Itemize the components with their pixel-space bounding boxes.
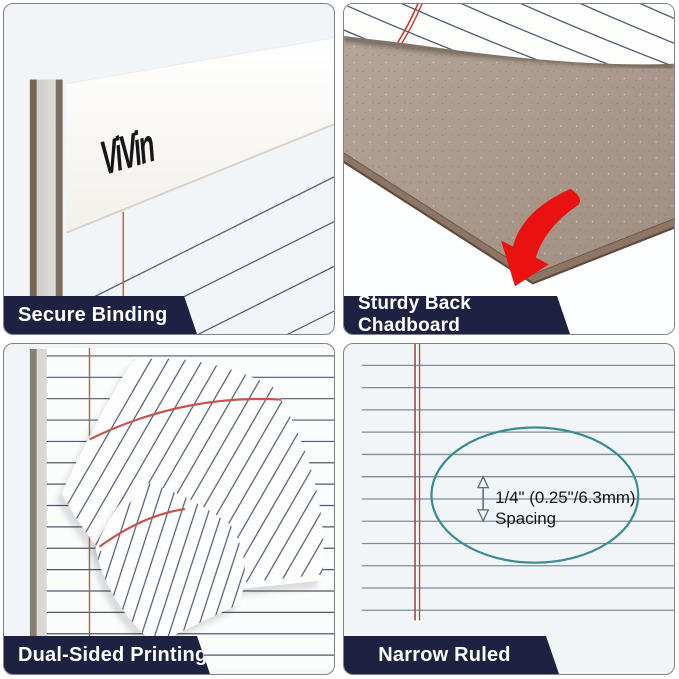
red-curved-arrow-icon [501, 188, 580, 287]
table-surface [344, 153, 674, 334]
panel-secure-binding: ViVin Secure Binding [3, 3, 335, 335]
panel-narrow-ruled: 1/4" (0.25"/6.3mm) Spacing Narrow Ruled [343, 343, 675, 675]
spacing-arrow-icon [476, 475, 490, 523]
curled-page-small [95, 481, 245, 645]
narrow-ruled-lines [361, 364, 674, 611]
spacing-annotation-line2: Spacing [495, 509, 556, 528]
feature-banner-sturdy-back: Sturdy Back Chadboard [344, 296, 570, 334]
panel-dual-sided-printing: Dual-Sided Printing [3, 343, 335, 675]
spacing-highlight-ellipse [430, 426, 640, 564]
banner-label: Secure Binding [18, 303, 168, 326]
banner-label: Narrow Ruled [378, 643, 511, 666]
chipboard-back [344, 33, 674, 285]
banner-label: Sturdy Back Chadboard [358, 293, 472, 335]
dual-sided-illustration [29, 347, 334, 671]
red-margin-curve [98, 507, 186, 548]
spacing-annotation-line1: 1/4" (0.25"/6.3mm) [495, 488, 635, 507]
narrow-ruled-illustration: 1/4" (0.25"/6.3mm) Spacing [361, 344, 674, 621]
feature-banner-dual-sided: Dual-Sided Printing [4, 636, 210, 674]
feature-banner-secure-binding: Secure Binding [4, 296, 197, 334]
panel-sturdy-back-chipboard: Sturdy Back Chadboard [343, 3, 675, 335]
binding-strip [66, 37, 334, 234]
red-margin-curve [395, 4, 421, 47]
banner-label: Dual-Sided Printing [18, 643, 208, 666]
pad-edge-stack [29, 348, 47, 670]
double-red-margin-line [414, 344, 421, 621]
chipboard-illustration [344, 4, 674, 334]
secure-binding-illustration: ViVin [29, 37, 334, 334]
red-margin-curve [89, 397, 283, 441]
feature-banner-narrow-ruled: Narrow Ruled [344, 636, 559, 674]
pad-edge-post [29, 79, 63, 334]
